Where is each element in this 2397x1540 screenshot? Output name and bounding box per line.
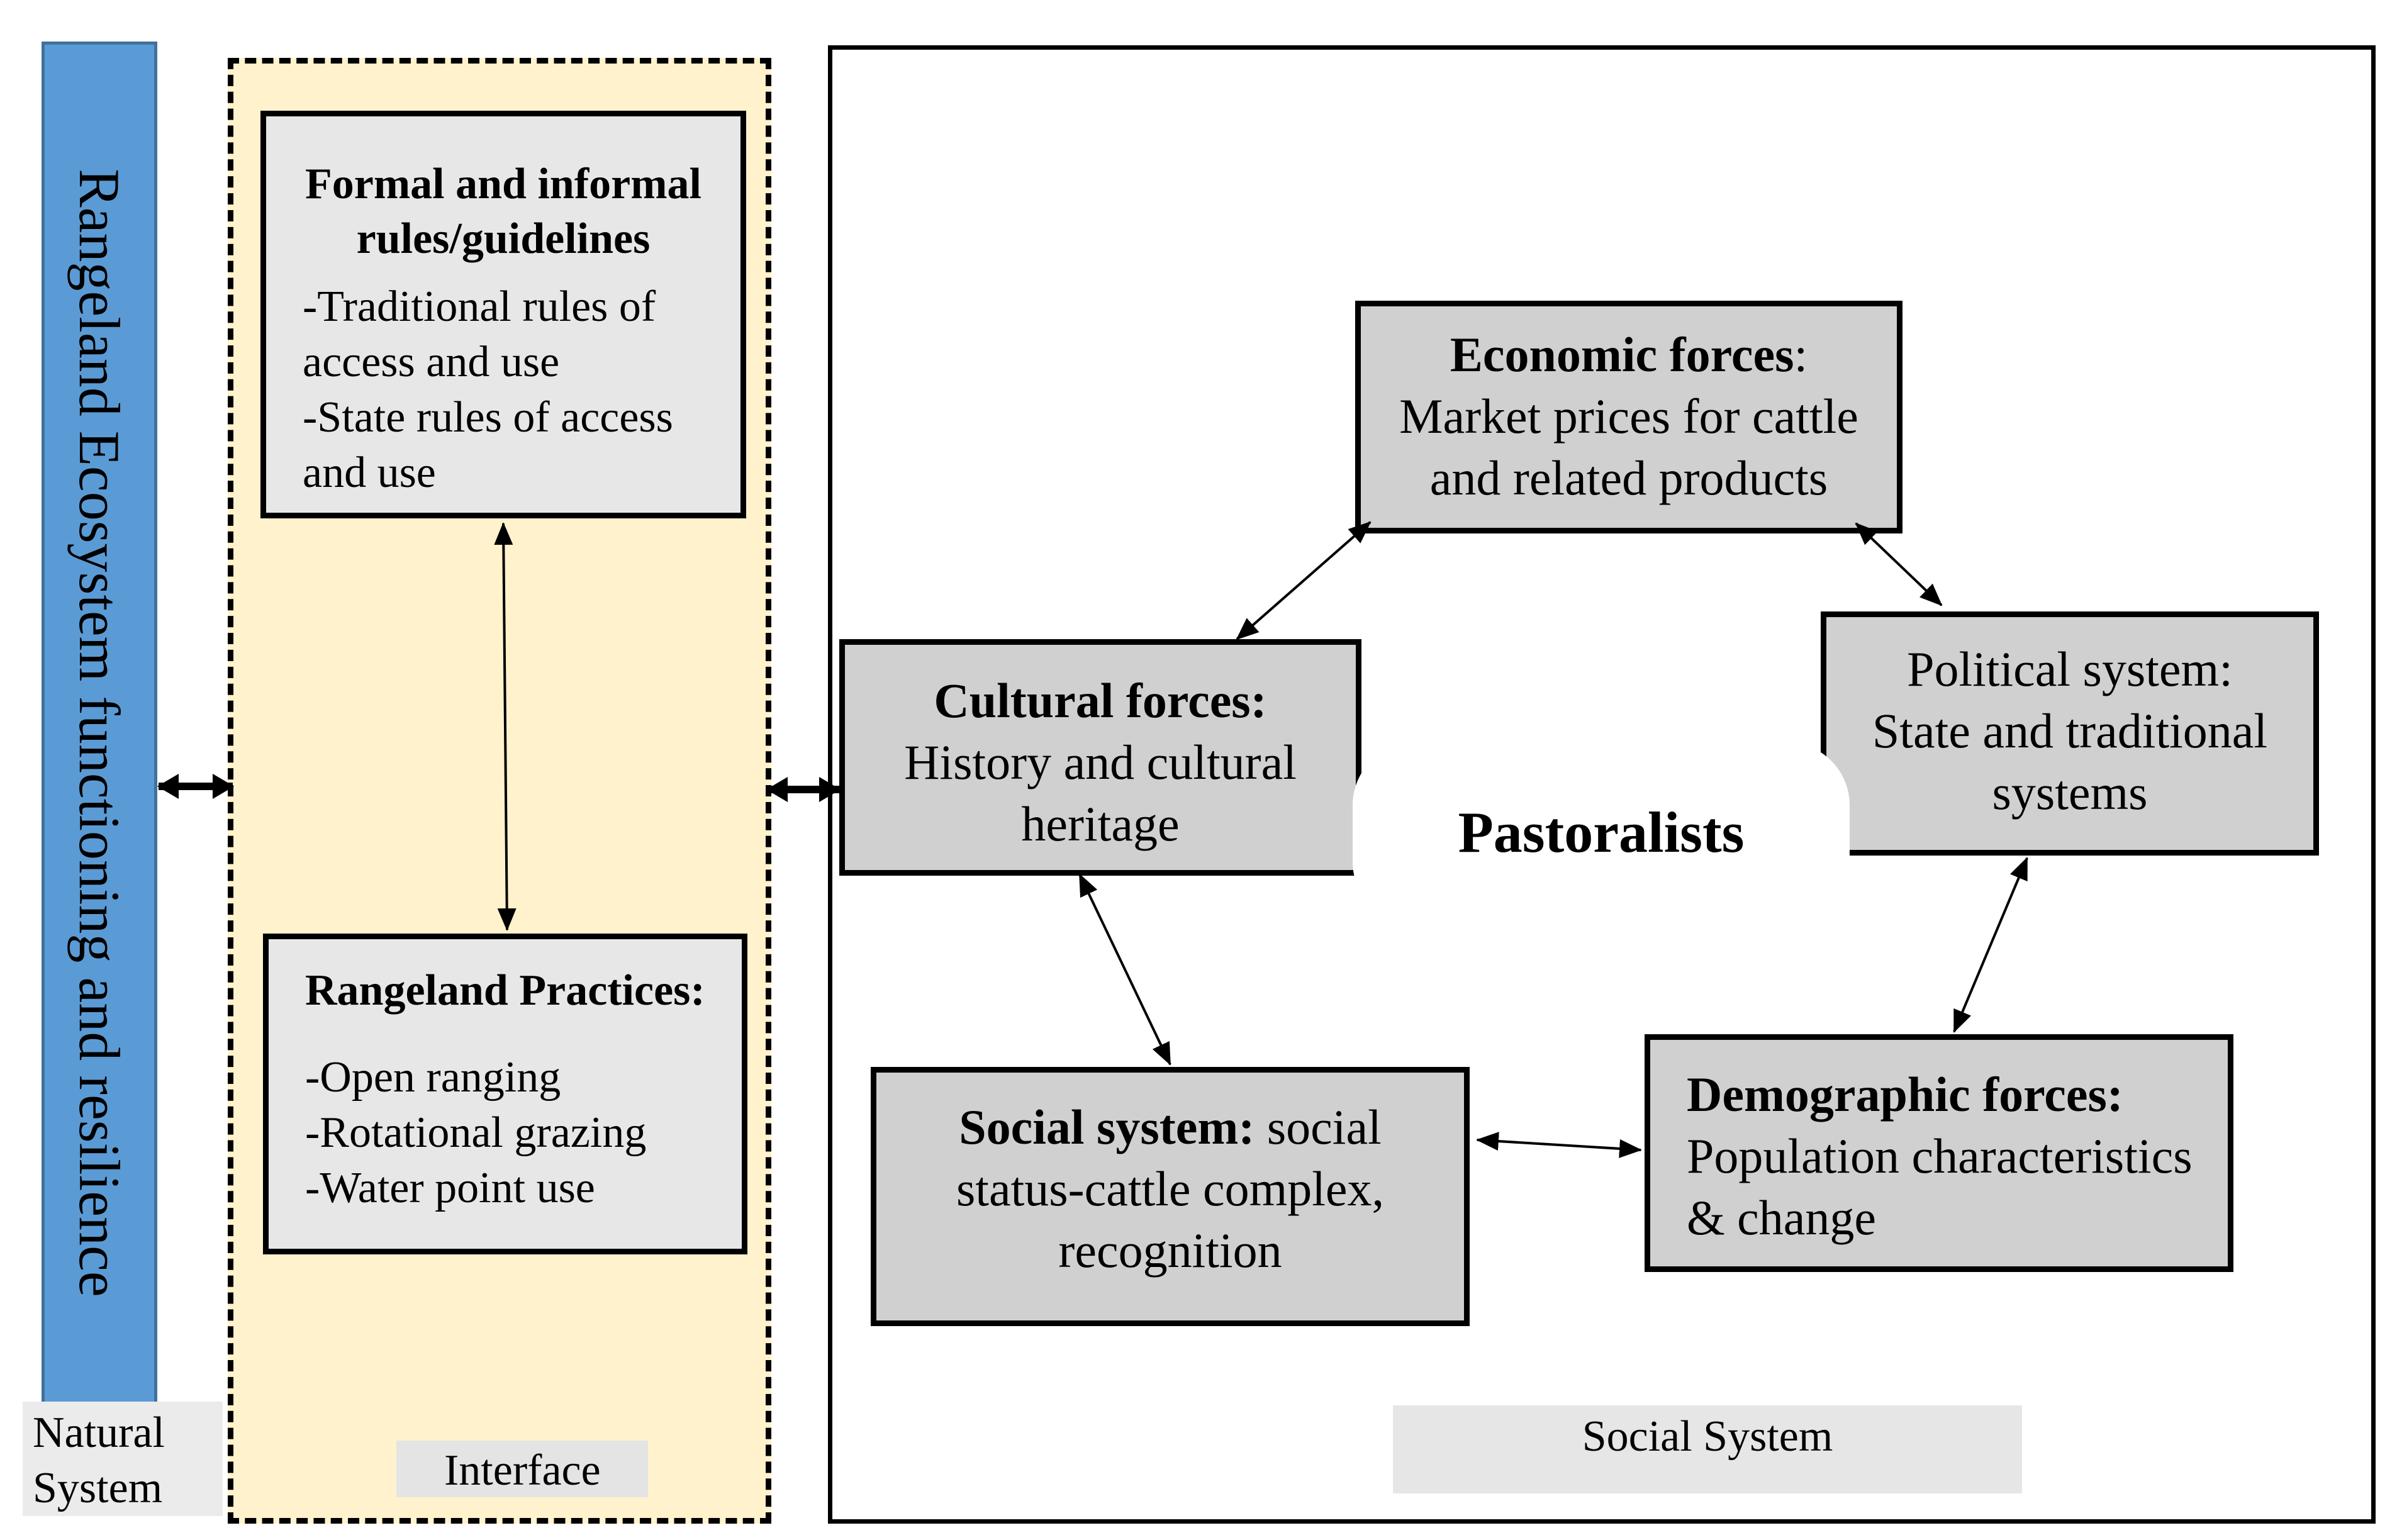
political-system-box: Political system: State and traditional … — [1821, 611, 2319, 856]
demographic-line-1: Population characteristics — [1687, 1129, 2193, 1183]
economic-cultural-arrow — [1236, 521, 1372, 640]
rules-line-2: access and use — [303, 338, 560, 386]
natural-caption-line2: System — [33, 1464, 163, 1512]
economic-colon: : — [1794, 327, 1808, 382]
rules-practices-arrow — [494, 522, 517, 931]
economic-political-arrow — [1855, 522, 1943, 606]
interface-caption-text: Interface — [444, 1446, 601, 1495]
interface-caption: Interface — [396, 1441, 648, 1497]
economic-forces-box: Economic forces: Market prices for cattl… — [1355, 301, 1903, 533]
cultural-forces-box: Cultural forces: History and cultural he… — [839, 639, 1361, 876]
political-line-3: systems — [1992, 765, 2148, 820]
demographic-title: Demographic forces: — [1687, 1067, 2123, 1122]
practices-line-1: -Open ranging — [305, 1053, 561, 1102]
practices-box: Rangeland Practices: -Open ranging -Rota… — [263, 934, 747, 1254]
pastoralists-label: Pastoralists — [1458, 800, 1745, 864]
political-line-1: Political system: — [1907, 642, 2233, 696]
rules-line-4: and use — [303, 449, 436, 497]
social-sys-line-2: status-cattle complex, — [956, 1161, 1385, 1216]
economic-title: Economic forces — [1450, 327, 1794, 382]
cultural-title: Cultural forces: — [934, 673, 1267, 728]
economic-line-2: and related products — [1429, 450, 1828, 505]
pastoralists-callout: Pastoralists — [1353, 742, 1850, 925]
demographic-line-2: & change — [1687, 1190, 1877, 1245]
rules-box: Formal and informal rules/guidelines -Tr… — [260, 111, 746, 518]
practices-line-3: -Water point use — [305, 1164, 595, 1212]
practices-title: Rangeland Practices: — [305, 966, 705, 1015]
social-system-box: Social system: social status-cattle comp… — [871, 1067, 1470, 1326]
ecosystem-bar — [42, 42, 157, 1414]
rules-title-line1: Formal and informal — [305, 160, 701, 208]
social-sys-title: Social system: — [959, 1100, 1255, 1154]
social-sys-line-3: recognition — [1058, 1223, 1282, 1278]
social-sys-title-tail: social — [1254, 1100, 1382, 1154]
natural-system-caption: Natural System — [23, 1402, 223, 1516]
rules-line-1: -Traditional rules of — [303, 282, 656, 331]
cultural-line-1: History and cultural — [904, 735, 1297, 790]
cultural-line-2: heritage — [1021, 796, 1180, 851]
political-line-2: State and traditional — [1872, 703, 2268, 758]
political-demographic-arrow — [1953, 857, 2028, 1033]
economic-line-1: Market prices for cattle — [1399, 389, 1858, 444]
rules-line-3: -State rules of access — [303, 393, 673, 442]
demographic-forces-box: Demographic forces: Population character… — [1645, 1034, 2233, 1272]
social-demographic-arrow — [1476, 1132, 1642, 1158]
rules-title-line2: rules/guidelines — [356, 215, 651, 263]
practices-line-2: -Rotational grazing — [305, 1108, 647, 1157]
cultural-social-arrow — [1078, 873, 1171, 1066]
social-system-caption: Social System — [1393, 1405, 2022, 1493]
social-caption-text: Social System — [1582, 1412, 1833, 1461]
natural-caption-line1: Natural — [33, 1409, 165, 1457]
